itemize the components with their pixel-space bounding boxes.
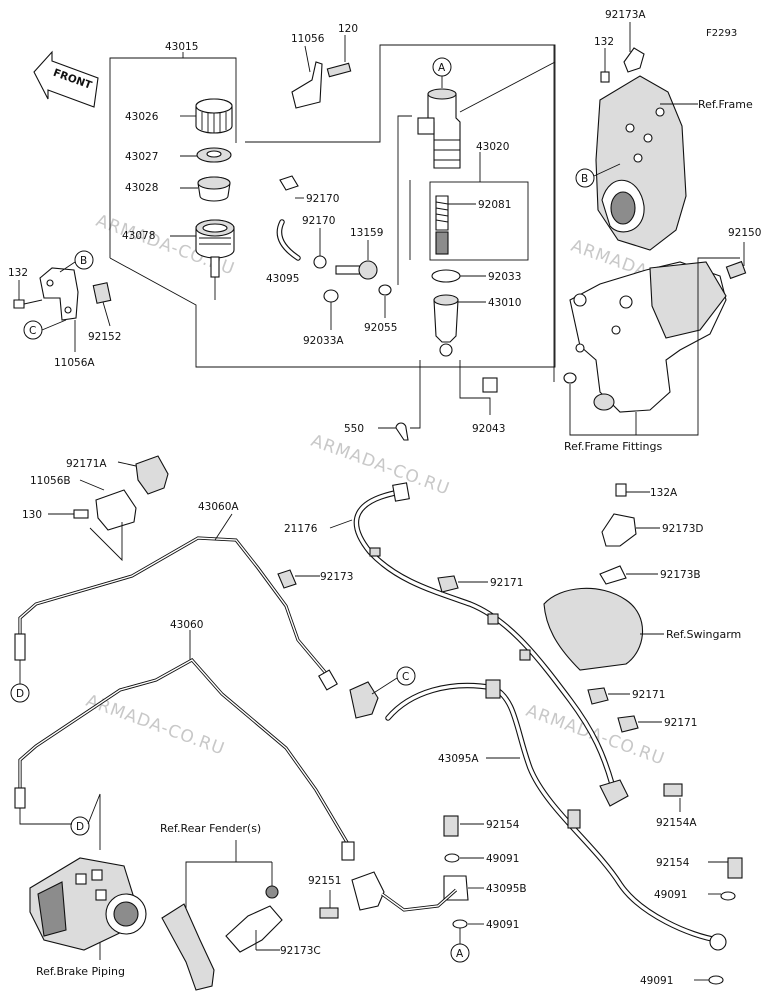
- label-43060: 43060: [170, 619, 203, 631]
- pipe-43060a: D 43060A C: [10, 501, 416, 719]
- label-92171-2: 92171: [632, 689, 665, 701]
- label-132-top: 132: [594, 36, 614, 48]
- label-43095b: 43095B: [486, 883, 527, 895]
- label-92173a: 92173A: [605, 9, 646, 21]
- label-92170-1: 92170: [306, 193, 339, 205]
- figure-id: F2293: [706, 28, 737, 39]
- label-13159: 13159: [350, 227, 383, 239]
- swingarm-group: 132A 92173D 92173B Ref.Swingarm: [543, 483, 741, 671]
- label-92171a: 92171A: [66, 458, 107, 470]
- label-92173b: 92173B: [660, 569, 701, 581]
- frame-ref-group: 92173A 132 Ref.Frame B: [575, 9, 753, 251]
- pipe-bracket-group: 92171A 11056B 130: [22, 455, 169, 562]
- label-43095a: 43095A: [438, 753, 479, 765]
- left-bracket: 132 B C 11056A 92152: [8, 250, 121, 369]
- label-92154a: 92154A: [656, 817, 697, 829]
- label-92171-3: 92171: [664, 717, 697, 729]
- label-43027: 43027: [125, 151, 158, 163]
- label-130: 130: [22, 509, 42, 521]
- ref-frame: Ref.Frame: [698, 98, 753, 111]
- top-bracket: 11056 120: [291, 23, 358, 109]
- label-92043: 92043: [472, 423, 505, 435]
- label-49091-1: 49091: [486, 853, 519, 865]
- callout-b-right: [575, 168, 595, 188]
- label-43015: 43015: [165, 41, 198, 53]
- reservoir-group: 43015 43026 43027 43028 43078: [109, 41, 556, 368]
- label-120: 120: [338, 23, 358, 35]
- label-92033: 92033: [488, 271, 521, 283]
- right-fittings: 92154A 92154 49091 43095B 49091 A 92154 …: [443, 783, 743, 987]
- callout-b-left: [74, 250, 94, 270]
- hose-43095a: 43095A: [385, 679, 727, 951]
- master-cylinder-group: A 43020 92081 92033 43010 550 92043: [344, 57, 556, 441]
- label-92173: 92173: [320, 571, 353, 583]
- label-21176: 21176: [284, 523, 318, 535]
- label-92173d: 92173D: [662, 523, 704, 535]
- label-49091-3: 49091: [654, 889, 687, 901]
- callout-d-bottom-text: D: [76, 821, 84, 833]
- label-132a: 132A: [650, 487, 678, 499]
- label-43060a: 43060A: [198, 501, 239, 513]
- label-43020: 43020: [476, 141, 509, 153]
- rear-fender-group: Ref.Rear Fender(s) 92173C: [160, 822, 321, 991]
- label-92173c: 92173C: [280, 945, 321, 957]
- label-92150: 92150: [728, 227, 761, 239]
- clamp-92173: 92173: [277, 569, 353, 589]
- hose-21176: 21176: [284, 482, 629, 807]
- callout-c-center-text: C: [402, 671, 409, 683]
- watermark-3: ARMADA-CO.RU: [308, 431, 452, 500]
- label-92171-1: 92171: [490, 577, 523, 589]
- callout-a-top-text: A: [438, 62, 446, 74]
- label-92154-2: 92154: [656, 857, 690, 869]
- label-49091-2: 49091: [486, 919, 519, 931]
- front-arrow: FRONT: [33, 50, 99, 108]
- joint-92151: 92151: [308, 871, 458, 919]
- label-92081: 92081: [478, 199, 511, 211]
- reservoir-hose-group: 92170 43095 92170 13159 92033A 92055: [266, 175, 397, 347]
- label-11056b: 11056B: [30, 475, 71, 487]
- label-49091-4: 49091: [640, 975, 673, 987]
- label-92170-2: 92170: [302, 215, 335, 227]
- ref-swingarm: Ref.Swingarm: [666, 628, 741, 641]
- label-92151: 92151: [308, 875, 341, 887]
- callout-d-bottom: [70, 816, 90, 836]
- ref-rear-fender: Ref.Rear Fender(s): [160, 822, 261, 835]
- label-92154-1: 92154: [486, 819, 520, 831]
- label-11056a: 11056A: [54, 357, 95, 369]
- callout-d-left-text: D: [16, 688, 24, 700]
- label-550: 550: [344, 423, 364, 435]
- label-43095: 43095: [266, 273, 299, 285]
- label-43026: 43026: [125, 111, 159, 123]
- pipe-43060: 43060: [14, 619, 355, 861]
- callout-b-right-text: B: [581, 173, 588, 185]
- abs-unit-group: D Ref.Brake Piping: [19, 793, 147, 978]
- callout-a-bottom-text: A: [456, 948, 464, 960]
- label-11056: 11056: [291, 33, 325, 45]
- label-92152: 92152: [88, 331, 121, 343]
- label-43028: 43028: [125, 182, 158, 194]
- label-92033a: 92033A: [303, 335, 344, 347]
- frame-fittings-group: 92150 Ref.Frame Fittings: [553, 45, 761, 453]
- label-92055: 92055: [364, 322, 397, 334]
- callout-c-center: [396, 666, 416, 686]
- label-132: 132: [8, 267, 28, 279]
- callout-b-left-text: B: [80, 255, 87, 267]
- label-43078: 43078: [122, 230, 155, 242]
- ref-brake-piping: Ref.Brake Piping: [36, 965, 125, 978]
- label-43010: 43010: [488, 297, 521, 309]
- ref-frame-fittings: Ref.Frame Fittings: [564, 440, 662, 453]
- clips-92171: 92171 92171 92171: [437, 575, 697, 733]
- callout-a-bottom: [450, 943, 470, 963]
- callout-c-left-text: C: [29, 325, 36, 337]
- callout-d-left: [10, 683, 30, 703]
